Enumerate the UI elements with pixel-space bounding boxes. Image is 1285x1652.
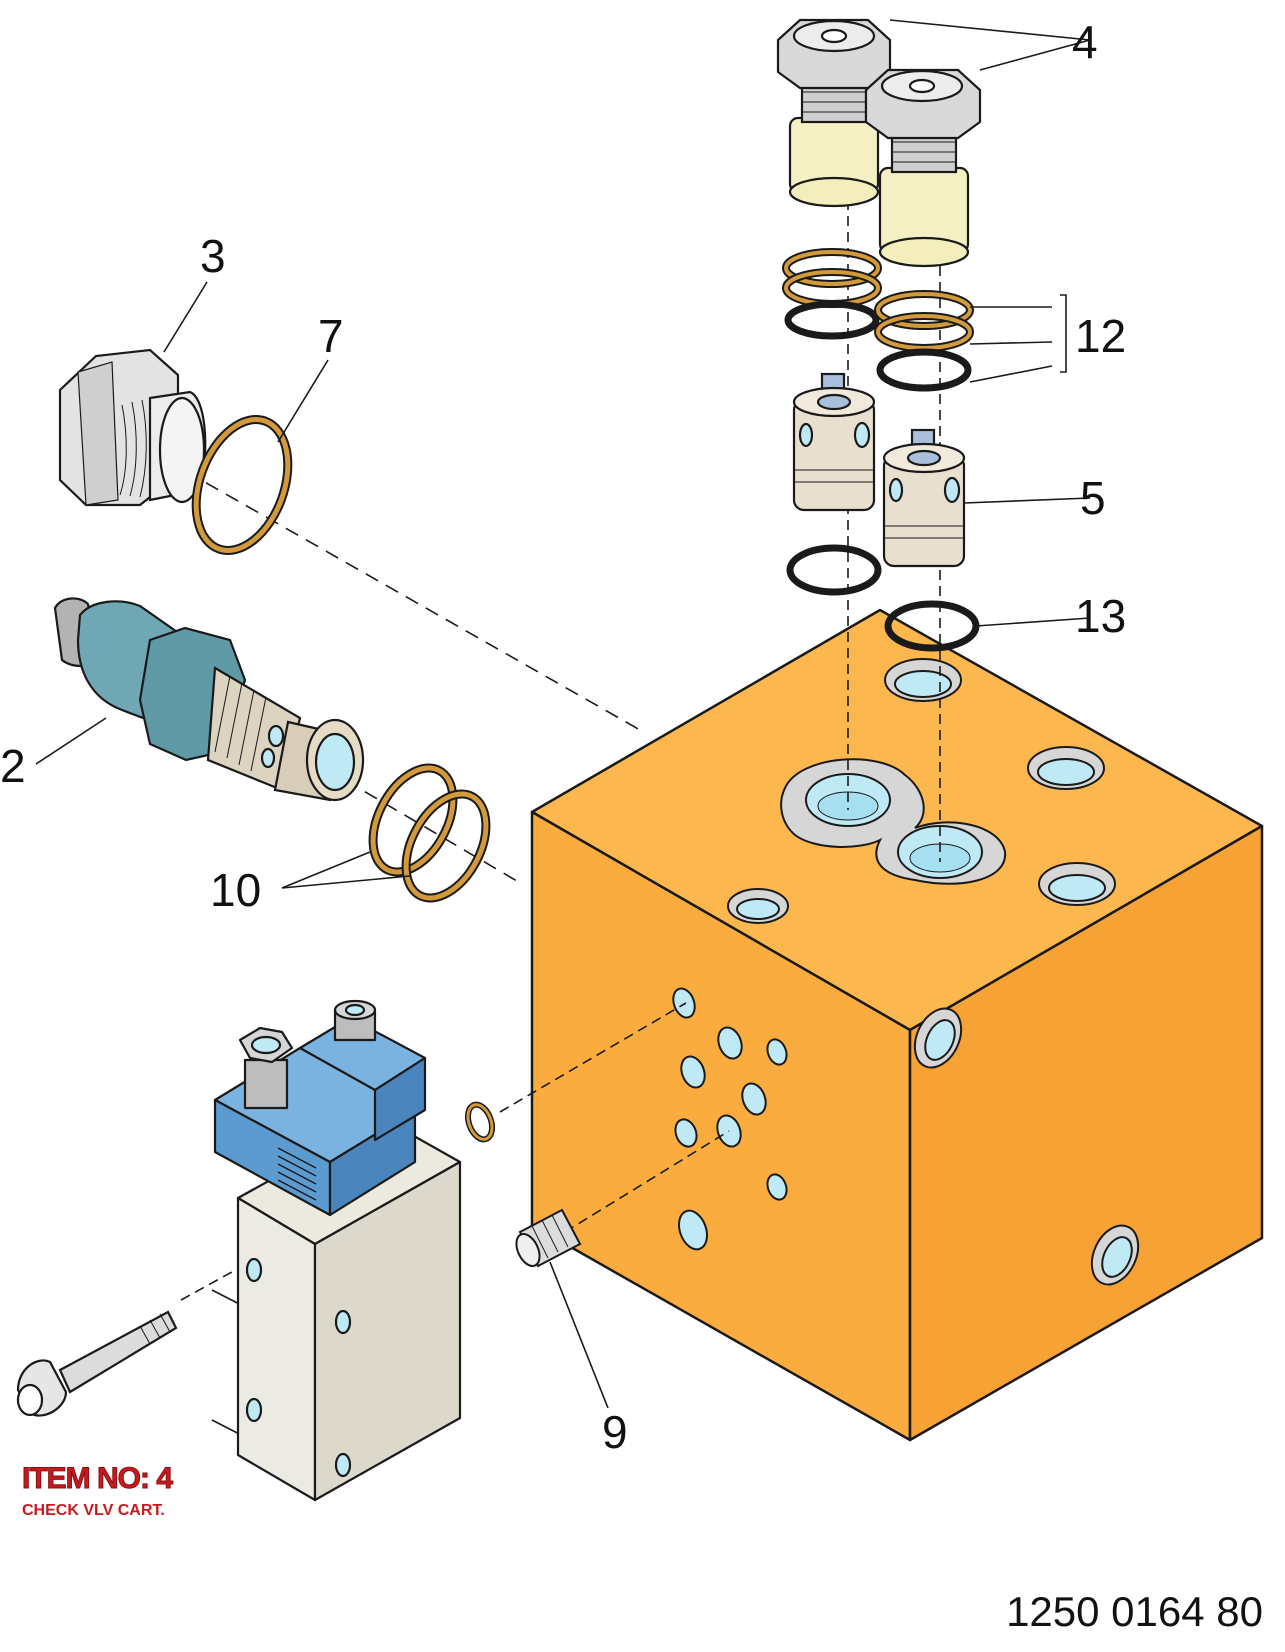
callout-5: 5 xyxy=(1080,472,1106,524)
drawing-number: 1250 0164 80 xyxy=(1006,1588,1263,1635)
relief-cartridge-part-2 xyxy=(53,597,365,802)
callout-13: 13 xyxy=(1075,590,1126,642)
valve-body-side xyxy=(313,1160,462,1502)
check-valve-cartridge-a xyxy=(776,18,892,208)
callout-7: 7 xyxy=(318,310,344,362)
poppet-part-5-a xyxy=(792,372,876,512)
set-screw-part-9 xyxy=(515,1208,582,1268)
solenoid-valve xyxy=(213,999,462,1502)
valve-body-front xyxy=(236,1196,317,1502)
poppet-part-5-b xyxy=(882,428,966,568)
callout-3: 3 xyxy=(200,230,226,282)
callout-2: 2 xyxy=(0,740,26,792)
item-description-label: CHECK VLV CART. xyxy=(22,1502,165,1519)
seal-rings-part-12 xyxy=(782,248,974,392)
left-face-ports xyxy=(672,987,788,1251)
plug-part-3 xyxy=(58,348,207,507)
right-face-ports xyxy=(913,1007,1140,1286)
o-rings-part-10 xyxy=(368,763,491,903)
manifold-right-face xyxy=(908,824,1264,1442)
callout-4: 4 xyxy=(1072,16,1098,68)
callout-9: 9 xyxy=(602,1406,628,1458)
item-number-label: ITEM NO: 4 xyxy=(21,1462,173,1496)
manifold-block xyxy=(530,608,1264,1442)
socket-head-bolt xyxy=(16,1310,178,1417)
check-valve-cartridge-b xyxy=(864,68,982,268)
leader-lines xyxy=(35,19,1091,1409)
callout-12: 12 xyxy=(1075,310,1126,362)
callout-10: 10 xyxy=(210,864,261,916)
top-face-ports xyxy=(727,658,1116,924)
